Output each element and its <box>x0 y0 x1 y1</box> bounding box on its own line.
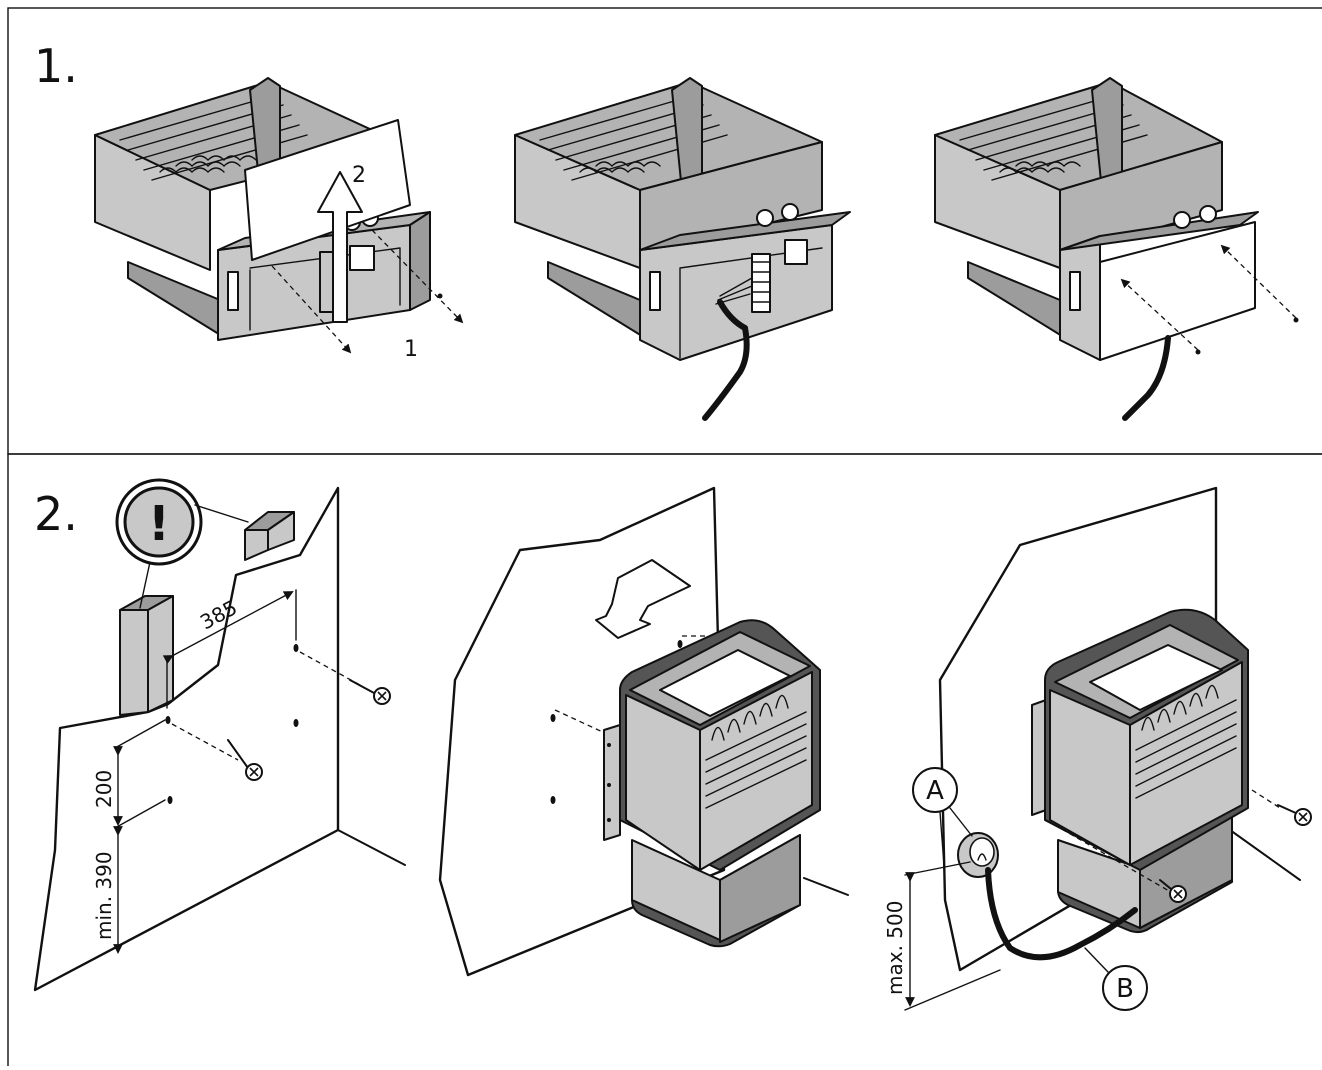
heater-cover-closed <box>934 77 1299 421</box>
dimension-max-500: max. 500 <box>883 901 907 995</box>
heating-elements-grille <box>119 94 308 181</box>
screw-icon <box>1294 808 1312 826</box>
callout-b: B <box>1116 974 1134 1004</box>
terminal-block <box>751 253 771 313</box>
heater-installed <box>904 486 1312 1011</box>
label-arrow-up: 2 <box>352 163 366 188</box>
lift-arrow-icon <box>317 171 363 323</box>
removed-cover <box>244 119 411 261</box>
dimension-min-390: min. 390 <box>92 851 116 940</box>
wall-mounting-dimensions: ! <box>33 478 406 992</box>
warning-exclamation-icon: ! <box>115 478 203 566</box>
panel-step-2 <box>7 453 1322 1070</box>
heater-open-cover <box>94 77 464 354</box>
callout-a: A <box>926 776 944 806</box>
screw-icon <box>245 763 263 781</box>
heater-hanging <box>438 486 849 977</box>
heater-wiring <box>514 77 851 421</box>
down-arrow-icon <box>595 559 691 639</box>
terminal-cover <box>1099 221 1256 361</box>
screw-icon <box>1169 885 1187 903</box>
label-arrow-out: 1 <box>404 337 418 362</box>
supply-cable <box>985 867 1138 961</box>
screw-icon <box>373 687 391 705</box>
warning-symbol: ! <box>148 496 170 552</box>
connection-box <box>957 832 999 878</box>
step-2-number: 2. <box>34 487 78 541</box>
step-1-number: 1. <box>34 39 78 93</box>
wall-sheet <box>33 486 340 992</box>
heater-grille-front <box>705 694 807 809</box>
dimension-200: 200 <box>92 770 116 808</box>
